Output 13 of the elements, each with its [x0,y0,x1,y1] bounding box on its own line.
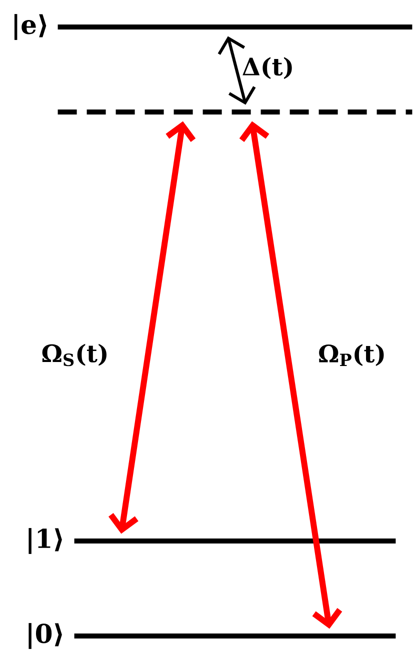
dashed-level-line [58,110,412,114]
energy-level-line [58,24,412,30]
state-label: |1⟩ [28,528,62,554]
energy-level-line [74,634,396,638]
edge-label: Δ(t) [242,57,292,79]
state-label: |e⟩ [14,14,46,40]
arrow [218,36,256,105]
state-label: |0⟩ [28,623,62,649]
arrow [108,121,196,534]
edge-label: Ω$_{P}$(t) [319,344,384,366]
energy-level-line [74,538,396,544]
arrow [239,121,342,629]
edge-label: Ω$_{S}$(t) [42,344,106,366]
